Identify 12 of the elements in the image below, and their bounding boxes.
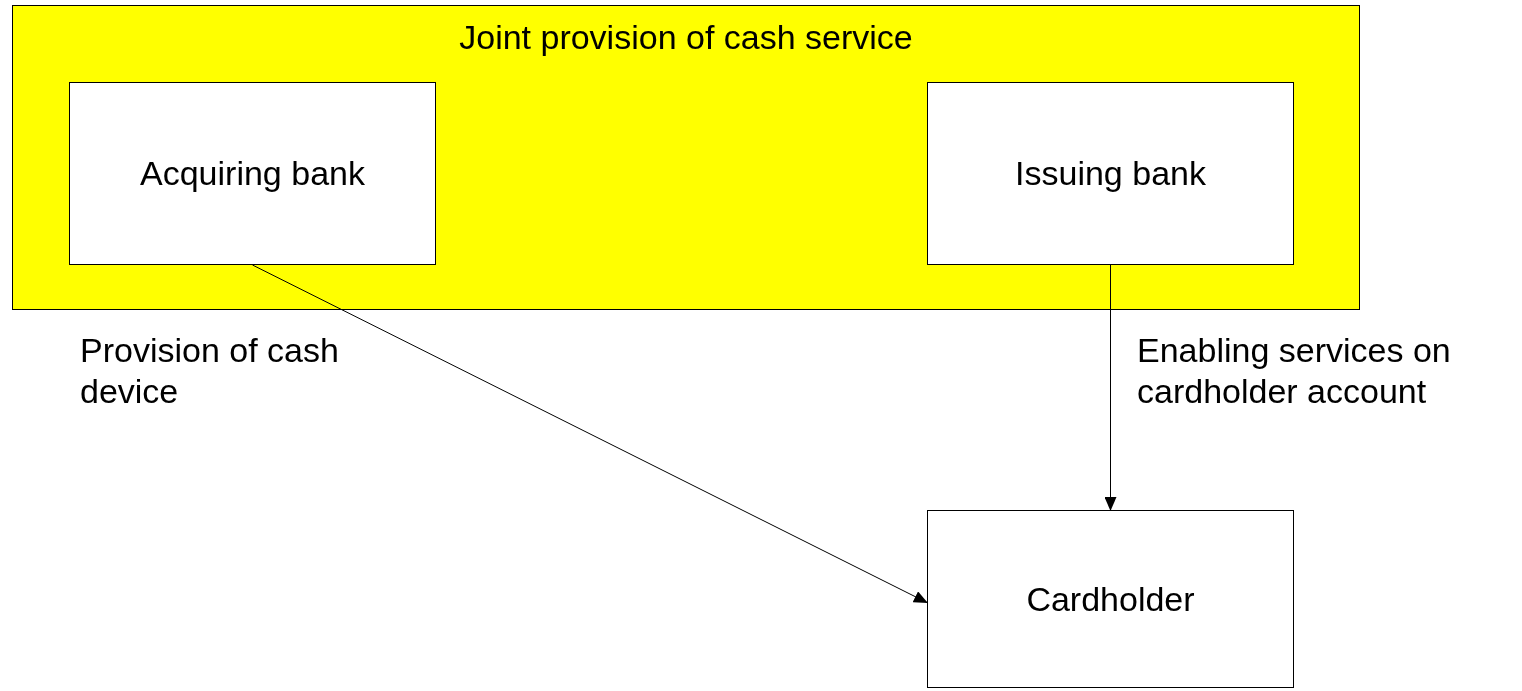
arrow: [1104, 264, 1117, 511]
group-box: [12, 5, 1360, 310]
group-title: Joint provision of cash service: [458, 18, 914, 57]
box-label: Issuing bank: [1015, 154, 1206, 193]
edge-label: Provision of cash device: [80, 330, 340, 412]
box-label: Acquiring bank: [140, 154, 365, 193]
process-box: [927, 510, 1294, 688]
arrow: [252, 264, 928, 604]
edge-label: Enabling services on cardholder account: [1137, 330, 1452, 412]
process-box: [927, 82, 1294, 265]
process-box: [69, 82, 436, 265]
box-label: Cardholder: [1026, 579, 1195, 619]
